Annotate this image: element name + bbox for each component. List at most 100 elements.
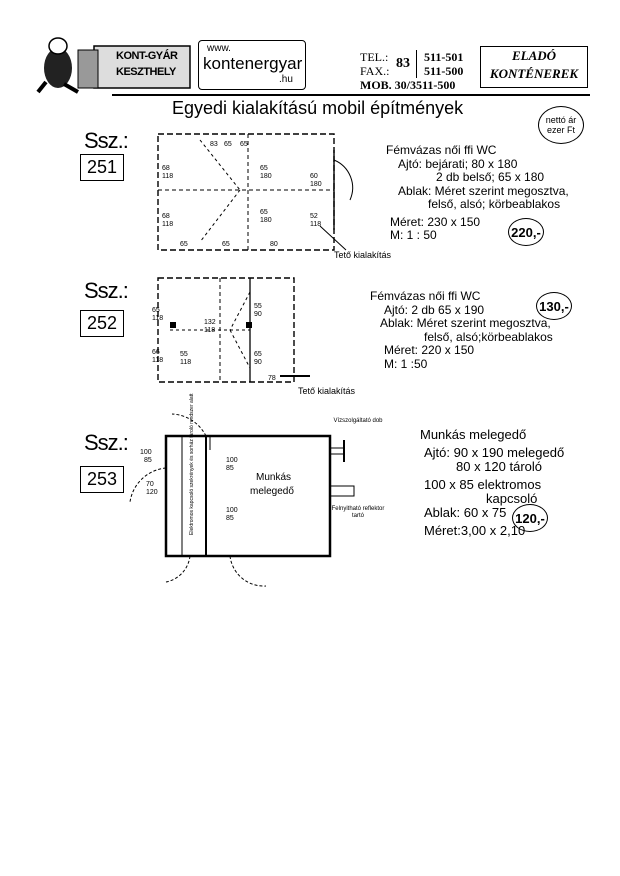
logo-text-1: KONT-GYÁR <box>116 50 178 62</box>
item-251-description: Fémvázas női ffi WC Ajtó: bejárati; 80 x… <box>386 143 569 243</box>
price-note-line-1: nettó ár <box>545 115 577 125</box>
price-note-line-2: ezer Ft <box>546 125 575 135</box>
item-253-line: kapcsoló <box>486 491 538 506</box>
svg-text:180: 180 <box>310 181 322 188</box>
item-251-number: 251 <box>80 154 125 181</box>
item-253-line: Munkás melegedő <box>420 427 527 442</box>
svg-text:132: 132 <box>204 319 216 326</box>
item-253-line: 100 x 85 elektromos <box>424 477 542 492</box>
page-title: Egyedi kialakítású mobil építmények <box>172 98 464 118</box>
item-251-line: Ajtó: bejárati; 80 x 180 <box>398 156 518 171</box>
website-www: www. <box>207 43 231 54</box>
svg-text:80: 80 <box>270 241 278 248</box>
item-251-line: Méret: 230 x 150 <box>390 214 481 229</box>
svg-text:83: 83 <box>210 141 218 148</box>
logo-text-2: KESZTHELY <box>116 66 176 78</box>
item-253-storage-label: Elektromos kapcsoló szekrények és sorház… <box>189 393 195 535</box>
svg-text:52: 52 <box>310 213 318 220</box>
svg-text:118: 118 <box>204 327 215 334</box>
svg-text:68: 68 <box>162 165 170 172</box>
sale-line-2: KONTÉNEREK <box>489 66 579 81</box>
svg-text:118: 118 <box>162 221 173 228</box>
item-252-roof-note: Tető kialakítás <box>298 386 356 396</box>
website-name: kontenergyar <box>203 54 303 73</box>
svg-text:85: 85 <box>226 515 234 522</box>
item-253-water-tank-label: Vízszolgáltató dob <box>333 418 383 424</box>
runner-logo-icon <box>36 37 191 94</box>
item-253-room-label-2: melegedő <box>250 486 294 497</box>
sale-line-1: ELADÓ <box>511 48 557 63</box>
item-252-line: Méret: 220 x 150 <box>384 343 475 357</box>
mobile-number: MOB. 30/3511-500 <box>360 78 456 92</box>
svg-text:118: 118 <box>180 359 191 366</box>
svg-text:100: 100 <box>140 449 152 456</box>
svg-text:85: 85 <box>226 465 234 472</box>
svg-text:60: 60 <box>310 173 318 180</box>
svg-text:68: 68 <box>162 213 170 220</box>
item-253-line: Ablak: 60 x 75 <box>424 505 507 520</box>
svg-text:65: 65 <box>260 209 268 216</box>
svg-text:65: 65 <box>240 141 248 148</box>
header-rule <box>112 94 590 96</box>
tel-number: 511-501 <box>424 50 464 64</box>
item-251-price-badge: 220,- <box>508 218 544 246</box>
item-252-line: felső, alsó;körbeablakos <box>424 329 553 344</box>
svg-text:180: 180 <box>260 173 272 180</box>
fax-label: FAX.: <box>360 64 390 78</box>
area-code: 83 <box>396 56 410 71</box>
item-251-line: Ablak: Méret szerint megosztva, <box>398 183 569 198</box>
svg-text:70: 70 <box>146 481 154 488</box>
svg-text:118: 118 <box>162 173 173 180</box>
item-251-line: felső, alsó; körbeablakos <box>428 197 561 211</box>
item-251-ssz-label: Ssz.: <box>84 128 129 153</box>
svg-text:65: 65 <box>180 241 188 248</box>
svg-text:65: 65 <box>224 141 232 148</box>
item-253-line: Méret:3,00 x 2,10 <box>424 523 526 538</box>
svg-text:118: 118 <box>310 221 321 228</box>
sale-box: ELADÓ KONTÉNEREK <box>480 46 588 88</box>
item-253-reflector-label: Felnyitható reflektor tartó <box>331 506 385 519</box>
item-251-line: 2 db belső; 65 x 180 <box>436 170 545 184</box>
item-253-number: 253 <box>80 466 125 493</box>
website-tld: .hu <box>279 74 293 85</box>
svg-text:65: 65 <box>222 241 230 248</box>
svg-text:66: 66 <box>152 349 160 356</box>
item-253-description: Munkás melegedő Ajtó: 90 x 190 melegedő … <box>420 428 564 538</box>
svg-text:78: 78 <box>268 375 276 382</box>
svg-text:55: 55 <box>180 351 188 358</box>
item-252-line: Ablak: Méret szerint megosztva, <box>380 316 551 330</box>
contact-block: TEL.: FAX.: 83 511-501 511-500 MOB. 30/3… <box>360 50 470 92</box>
item-252-number: 252 <box>80 310 125 337</box>
svg-text:118: 118 <box>152 315 163 322</box>
item-253-line: 80 x 120 tároló <box>456 459 543 474</box>
svg-text:90: 90 <box>254 359 262 366</box>
item-252-line: Fémvázas női ffi WC <box>370 289 481 303</box>
item-253-line: Ajtó: 90 x 190 melegedő <box>424 445 565 460</box>
item-252-line: Ajtó: 2 db 65 x 190 <box>384 302 485 317</box>
contact-divider <box>416 50 417 78</box>
svg-text:90: 90 <box>254 311 262 318</box>
item-252-ssz-label: Ssz.: <box>84 278 129 303</box>
tel-label: TEL.: <box>360 50 389 64</box>
item-252-line: M: 1 :50 <box>384 356 428 371</box>
fax-number: 511-500 <box>424 64 464 78</box>
item-253-price-badge: 120,- <box>512 504 548 532</box>
item-253-ssz-label: Ssz.: <box>84 430 129 455</box>
item-253-room-label-1: Munkás <box>256 472 292 483</box>
svg-text:120: 120 <box>146 489 158 496</box>
item-252-price-badge: 130,- <box>536 292 572 320</box>
item-252-description: Fémvázas női ffi WC Ajtó: 2 db 65 x 190 … <box>370 289 553 371</box>
svg-text:65: 65 <box>254 351 262 358</box>
website-box: www. kontenergyar .hu <box>198 40 306 90</box>
item-251-line: M: 1 : 50 <box>390 228 437 242</box>
svg-text:85: 85 <box>144 457 152 464</box>
svg-text:65: 65 <box>152 307 160 314</box>
item-251-line: Fémvázas női ffi WC <box>386 143 497 157</box>
price-note-badge: nettó ár ezer Ft <box>538 106 584 144</box>
svg-text:100: 100 <box>226 457 238 464</box>
svg-text:65: 65 <box>260 165 268 172</box>
svg-text:180: 180 <box>260 217 272 224</box>
